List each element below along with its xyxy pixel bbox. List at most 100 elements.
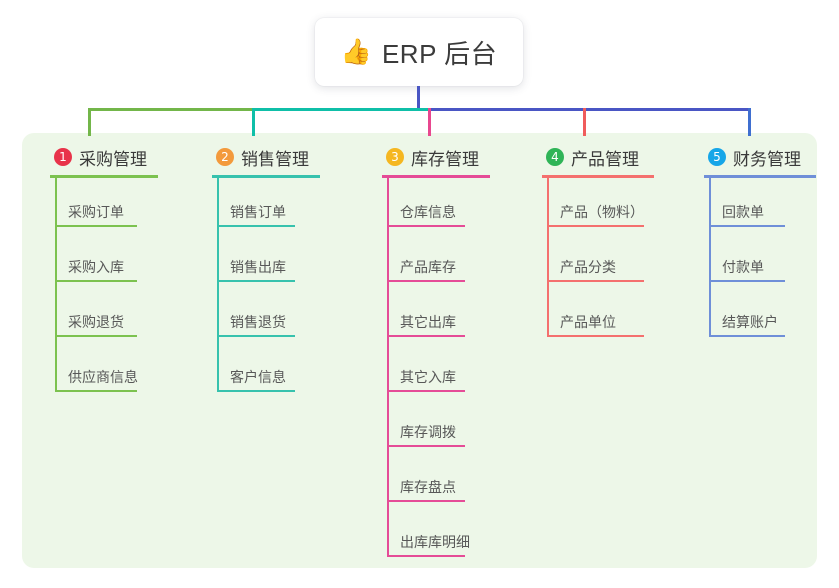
drop-line-column-4 (583, 108, 586, 136)
column-number-badge: 1 (54, 148, 72, 166)
leaf-item-underline (709, 280, 785, 282)
leaf-item-underline (387, 500, 465, 502)
column-title: 财务管理 (733, 149, 801, 169)
leaf-item-label: 付款单 (722, 259, 764, 275)
column-header-3[interactable]: 3 库存管理 (370, 145, 490, 169)
leaf-item[interactable]: 采购退货 (38, 288, 158, 343)
column-header-5[interactable]: 5 财务管理 (692, 145, 816, 169)
leaf-item-underline (387, 445, 465, 447)
column-underline (50, 175, 158, 178)
leaf-item-label: 结算账户 (722, 314, 778, 330)
leaf-item-underline (217, 390, 295, 392)
bus-segment-green (88, 108, 254, 111)
column-number-badge: 5 (708, 148, 726, 166)
column-underline (382, 175, 490, 178)
leaf-item[interactable]: 结算账户 (692, 288, 816, 343)
leaf-item[interactable]: 供应商信息 (38, 343, 158, 398)
leaf-item-label: 产品库存 (400, 259, 456, 275)
leaf-item-underline (217, 280, 295, 282)
leaf-item-label: 客户信息 (230, 369, 286, 385)
column-number-badge: 4 (546, 148, 564, 166)
leaf-item[interactable]: 采购入库 (38, 233, 158, 288)
column-title: 产品管理 (571, 149, 639, 169)
column-number-badge: 3 (386, 148, 404, 166)
leaf-item-underline (547, 225, 644, 227)
leaf-item-label: 供应商信息 (68, 369, 138, 385)
drop-line-column-3 (428, 108, 431, 136)
leaf-item[interactable]: 库存盘点 (370, 453, 490, 508)
leaf-item[interactable]: 付款单 (692, 233, 816, 288)
leaf-item-underline (709, 335, 785, 337)
leaf-item-label: 产品分类 (560, 259, 616, 275)
leaf-item[interactable]: 产品单位 (530, 288, 654, 343)
column-title: 销售管理 (241, 149, 309, 169)
leaf-item[interactable]: 库存调拨 (370, 398, 490, 453)
column-item-list: 回款单付款单结算账户 (692, 178, 816, 343)
thumbs-up-icon: 👍 (340, 37, 372, 66)
diagram-background-panel (22, 133, 817, 568)
leaf-item-underline (387, 335, 465, 337)
leaf-item[interactable]: 客户信息 (200, 343, 320, 398)
column-item-list: 仓库信息产品库存其它出库其它入库库存调拨库存盘点出库库明细 (370, 178, 490, 563)
leaf-item[interactable]: 其它入库 (370, 343, 490, 398)
leaf-item[interactable]: 出库库明细 (370, 508, 490, 563)
leaf-item[interactable]: 产品（物料） (530, 178, 654, 233)
leaf-item-underline (55, 280, 137, 282)
leaf-item[interactable]: 回款单 (692, 178, 816, 233)
column-header-2[interactable]: 2 销售管理 (200, 145, 320, 169)
leaf-item-label: 销售订单 (230, 204, 286, 220)
leaf-item-label: 库存盘点 (400, 479, 456, 495)
column-3: 3 库存管理仓库信息产品库存其它出库其它入库库存调拨库存盘点出库库明细 (370, 145, 490, 563)
column-item-list: 产品（物料） 产品分类产品单位 (530, 178, 654, 343)
column-number-badge: 2 (216, 148, 234, 166)
leaf-item-label: 其它出库 (400, 314, 456, 330)
leaf-item-underline (387, 390, 465, 392)
leaf-item[interactable]: 仓库信息 (370, 178, 490, 233)
column-header-4[interactable]: 4 产品管理 (530, 145, 654, 169)
leaf-item[interactable]: 产品分类 (530, 233, 654, 288)
leaf-item[interactable]: 其它出库 (370, 288, 490, 343)
column-spine (547, 178, 549, 337)
leaf-item-label: 销售退货 (230, 314, 286, 330)
column-item-list: 销售订单销售出库销售退货客户信息 (200, 178, 320, 398)
bus-segment-teal (252, 108, 430, 111)
leaf-item-underline (709, 225, 785, 227)
leaf-item-underline (547, 335, 644, 337)
leaf-item-label: 出库库明细 (400, 534, 470, 550)
column-spine (55, 178, 57, 392)
trunk-connector (417, 86, 420, 110)
leaf-item-label: 采购入库 (68, 259, 124, 275)
leaf-item-label: 采购订单 (68, 204, 124, 220)
column-2: 2 销售管理销售订单销售出库销售退货客户信息 (200, 145, 320, 398)
column-underline (212, 175, 320, 178)
column-item-list: 采购订单采购入库采购退货供应商信息 (38, 178, 158, 398)
leaf-item-label: 回款单 (722, 204, 764, 220)
leaf-item-label: 采购退货 (68, 314, 124, 330)
column-4: 4 产品管理产品（物料） 产品分类产品单位 (530, 145, 654, 343)
column-spine (709, 178, 711, 337)
leaf-item-underline (217, 335, 295, 337)
leaf-item-underline (547, 280, 644, 282)
column-5: 5 财务管理回款单付款单结算账户 (692, 145, 816, 343)
column-spine (387, 178, 389, 557)
column-title: 库存管理 (411, 149, 479, 169)
root-node-card[interactable]: 👍 ERP 后台 (315, 18, 523, 86)
leaf-item[interactable]: 销售出库 (200, 233, 320, 288)
column-underline (542, 175, 654, 178)
column-underline (704, 175, 816, 178)
leaf-item[interactable]: 销售退货 (200, 288, 320, 343)
drop-line-column-2 (252, 108, 255, 136)
leaf-item-label: 销售出库 (230, 259, 286, 275)
leaf-item[interactable]: 采购订单 (38, 178, 158, 233)
bus-segment-indigo (428, 108, 750, 111)
leaf-item-underline (387, 225, 465, 227)
leaf-item[interactable]: 产品库存 (370, 233, 490, 288)
leaf-item-label: 产品单位 (560, 314, 616, 330)
leaf-item-label: 产品（物料） (560, 204, 644, 220)
leaf-item-underline (55, 225, 137, 227)
leaf-item-label: 库存调拨 (400, 424, 456, 440)
leaf-item[interactable]: 销售订单 (200, 178, 320, 233)
leaf-item-underline (387, 280, 465, 282)
leaf-item-underline (55, 335, 137, 337)
